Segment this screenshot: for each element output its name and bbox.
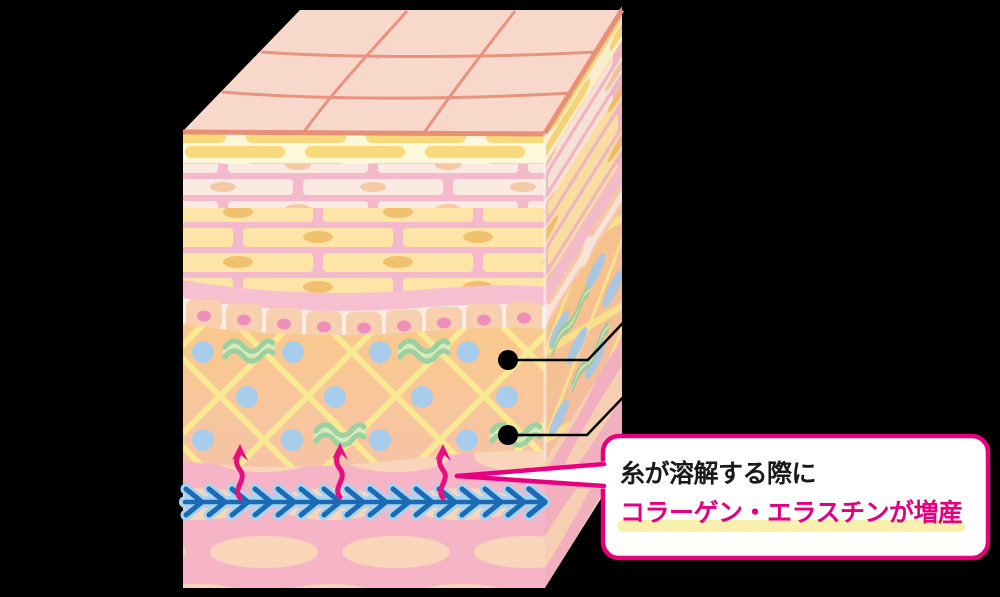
callout-pointer-line-2 bbox=[508, 363, 656, 437]
layer-granular bbox=[183, 131, 545, 165]
dissolving-thread-icon bbox=[179, 489, 545, 515]
callout-pointer-dot-2 bbox=[498, 425, 518, 445]
callout-pointer-dot-1 bbox=[498, 350, 518, 370]
basal-cell-row bbox=[186, 300, 542, 342]
callout-line2: コラーゲン・エラスチンが増産 bbox=[620, 499, 963, 527]
collagen-dots-right bbox=[549, 253, 622, 437]
layer-dermis bbox=[183, 324, 545, 470]
surface-edge-right bbox=[542, 8, 625, 135]
surface-edge-front bbox=[182, 129, 546, 137]
layer-basement-band bbox=[183, 280, 545, 313]
callout-highlight bbox=[617, 520, 965, 532]
callout-pointer-line-1 bbox=[508, 291, 653, 362]
layer-subcutis bbox=[183, 450, 545, 588]
skin-front-face bbox=[183, 131, 545, 588]
callout-pointers bbox=[498, 291, 656, 445]
skin-surface-top-face bbox=[183, 10, 622, 134]
layer-epidermis-upper bbox=[183, 164, 545, 209]
collagen-lattice bbox=[183, 324, 545, 470]
callout-line1: 糸が溶解する際に bbox=[620, 460, 817, 488]
surface-tile-lines bbox=[221, 10, 597, 134]
collagen-dots bbox=[192, 341, 518, 451]
right-face-shading bbox=[545, 8, 622, 588]
